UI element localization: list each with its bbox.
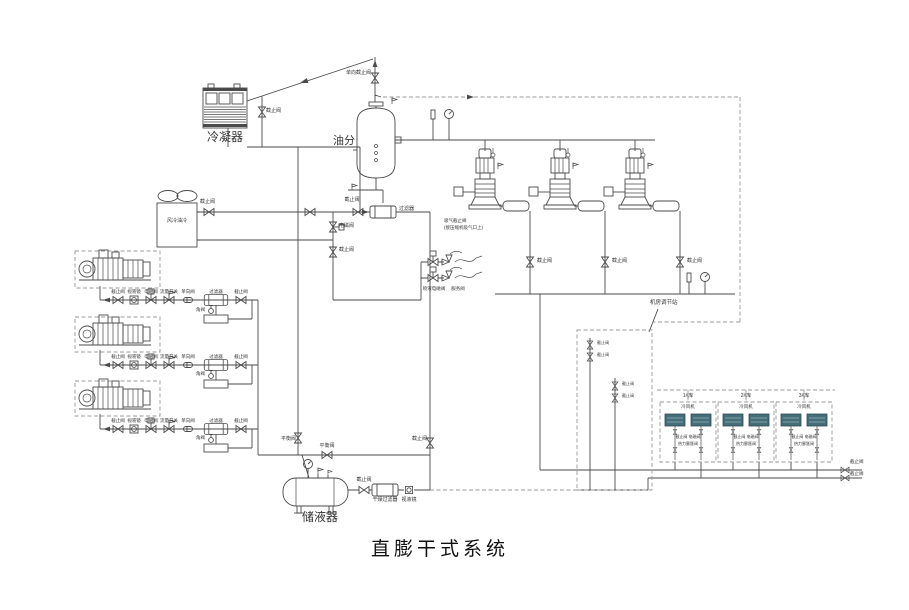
- cold-room-unit: [665, 414, 711, 460]
- oil-bypass-filter: [203, 443, 229, 453]
- compressor-unit-boundary: [74, 380, 161, 417]
- angle-valve-icon: [208, 434, 214, 443]
- compressor-unit-boundary: [74, 250, 161, 289]
- stop-valve-icon: [358, 486, 370, 494]
- flow-arrow: [362, 209, 369, 215]
- liquid-injection-solenoid-icon: [427, 250, 439, 266]
- piping-dashed: [383, 96, 835, 491]
- oil-bypass-filter: [203, 314, 229, 324]
- air-oil-cooler-glyph: [156, 190, 198, 248]
- flow-arrow: [467, 94, 474, 100]
- oil-bypass-filter: [203, 379, 229, 389]
- flow-arrow: [372, 60, 378, 67]
- oil-separator-glyph: [353, 97, 402, 179]
- flow-arrow: [103, 426, 110, 432]
- compressor-glyph: [78, 314, 152, 346]
- sight-glass-icon: [404, 485, 414, 495]
- service-valve-icon: [441, 266, 463, 282]
- compressor-glyph: [78, 249, 152, 281]
- solenoid-valve-icon: [329, 221, 345, 233]
- service-valve-icon: [441, 250, 463, 266]
- condenser-glyph: [202, 83, 248, 129]
- flow-arrow: [300, 78, 309, 84]
- flow-switch-icon: [163, 355, 176, 369]
- cold-room-unit: [781, 414, 827, 460]
- compressor-glyph: [454, 148, 529, 211]
- flow-switch-icon: [163, 290, 176, 304]
- solenoid-valve-icon: [145, 417, 157, 433]
- compressor-glyph: [604, 148, 679, 211]
- compressor-glyph: [529, 148, 604, 211]
- solenoid-valve-icon: [145, 353, 157, 369]
- receiver-glyph: [282, 459, 349, 514]
- cold-room-boundary: [659, 401, 717, 463]
- filter-drier-icon: [371, 483, 399, 497]
- vent-valve-icon: [351, 183, 358, 191]
- thermometer-icon: [430, 109, 436, 127]
- flow-switch-icon: [163, 419, 176, 433]
- flex-hose: [454, 255, 483, 279]
- cold-room-boundary: [717, 401, 775, 463]
- valve-station-boundary: [576, 329, 653, 491]
- angle-valve-icon: [208, 370, 214, 379]
- thermometer-icon: [686, 272, 692, 290]
- oil-filter-icon: [369, 205, 397, 219]
- flow-arrow: [103, 297, 110, 303]
- pressure-gauge-icon: [444, 109, 454, 125]
- cold-room-boundary: [775, 401, 833, 463]
- liquid-injection-solenoid-icon: [427, 266, 439, 282]
- diagram-title: 直膨干式系统: [370, 539, 510, 560]
- angle-valve-icon: [208, 305, 214, 314]
- flow-arrow: [103, 362, 110, 368]
- compressor-glyph: [78, 378, 152, 410]
- pressure-gauge-icon: [700, 272, 710, 288]
- cold-room-unit: [723, 414, 769, 460]
- solenoid-valve-icon: [145, 288, 157, 304]
- compressor-unit-boundary: [74, 316, 161, 353]
